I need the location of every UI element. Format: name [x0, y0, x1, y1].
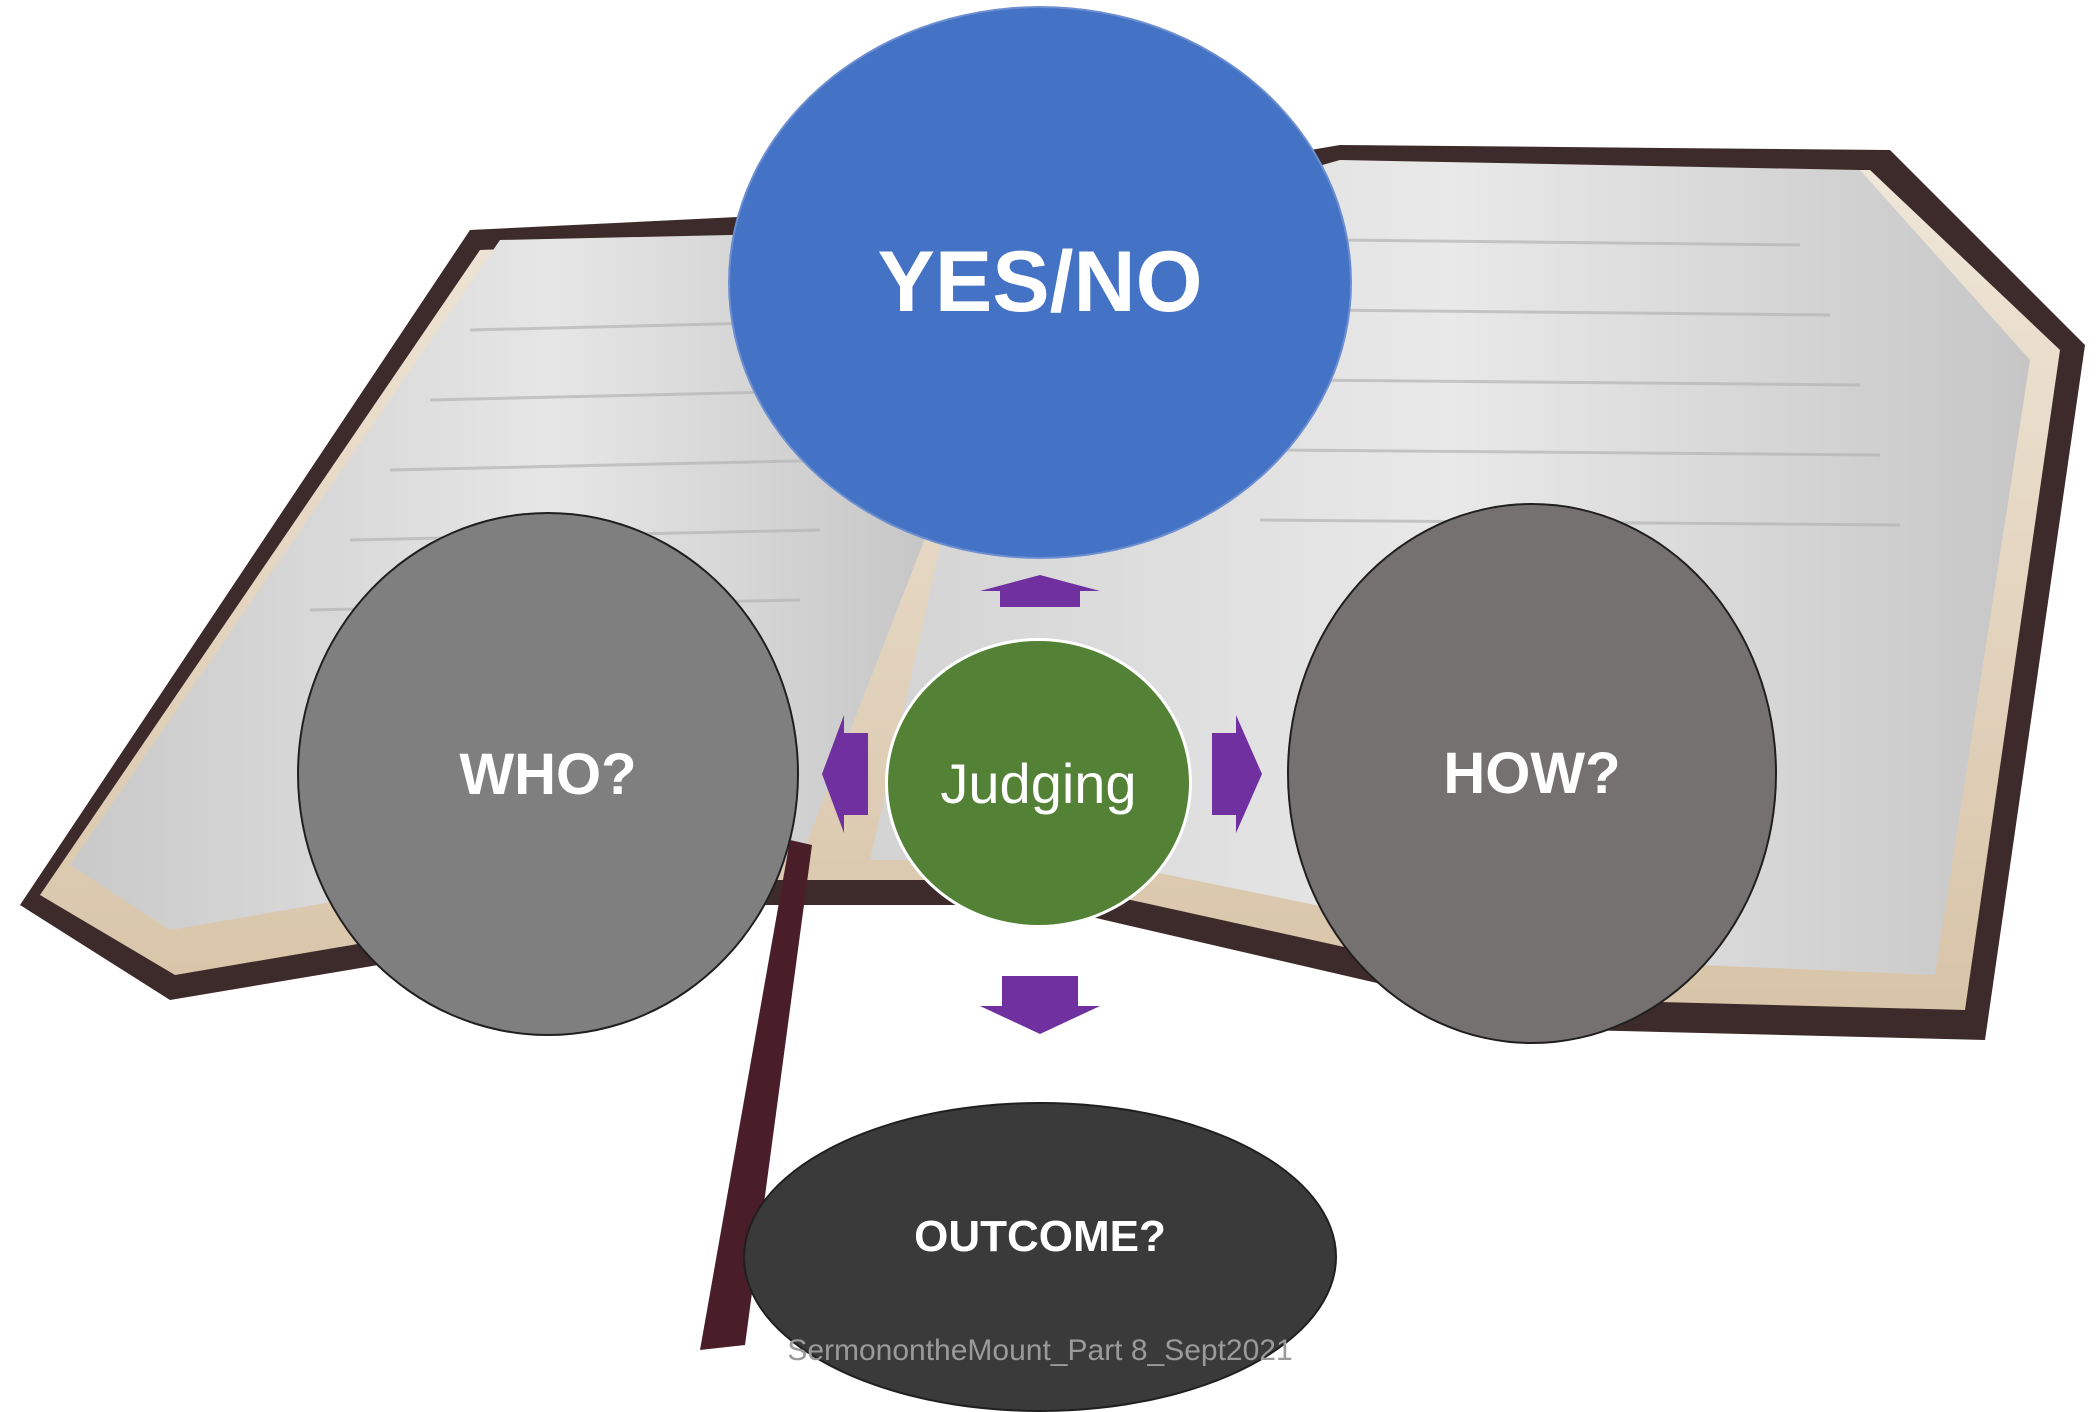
judging-node: Judging [885, 638, 1192, 928]
yes-no-label: YES/NO [877, 234, 1203, 330]
who-label: WHO? [459, 741, 637, 807]
how-label: HOW? [1443, 741, 1621, 806]
yes-no-node: YES/NO [728, 6, 1352, 559]
footer-text: SermonontheMount_Part 8_Sept2021 [787, 1334, 1293, 1367]
outcome-node: OUTCOME? [743, 1102, 1337, 1412]
outcome-label: OUTCOME? [914, 1212, 1166, 1261]
who-node: WHO? [297, 512, 799, 1036]
how-node: HOW? [1287, 503, 1777, 1044]
arrow-right [1212, 715, 1262, 833]
arrow-left [822, 715, 868, 833]
arrow-up [980, 575, 1100, 607]
arrow-down [980, 976, 1100, 1034]
judging-label: Judging [940, 751, 1137, 815]
